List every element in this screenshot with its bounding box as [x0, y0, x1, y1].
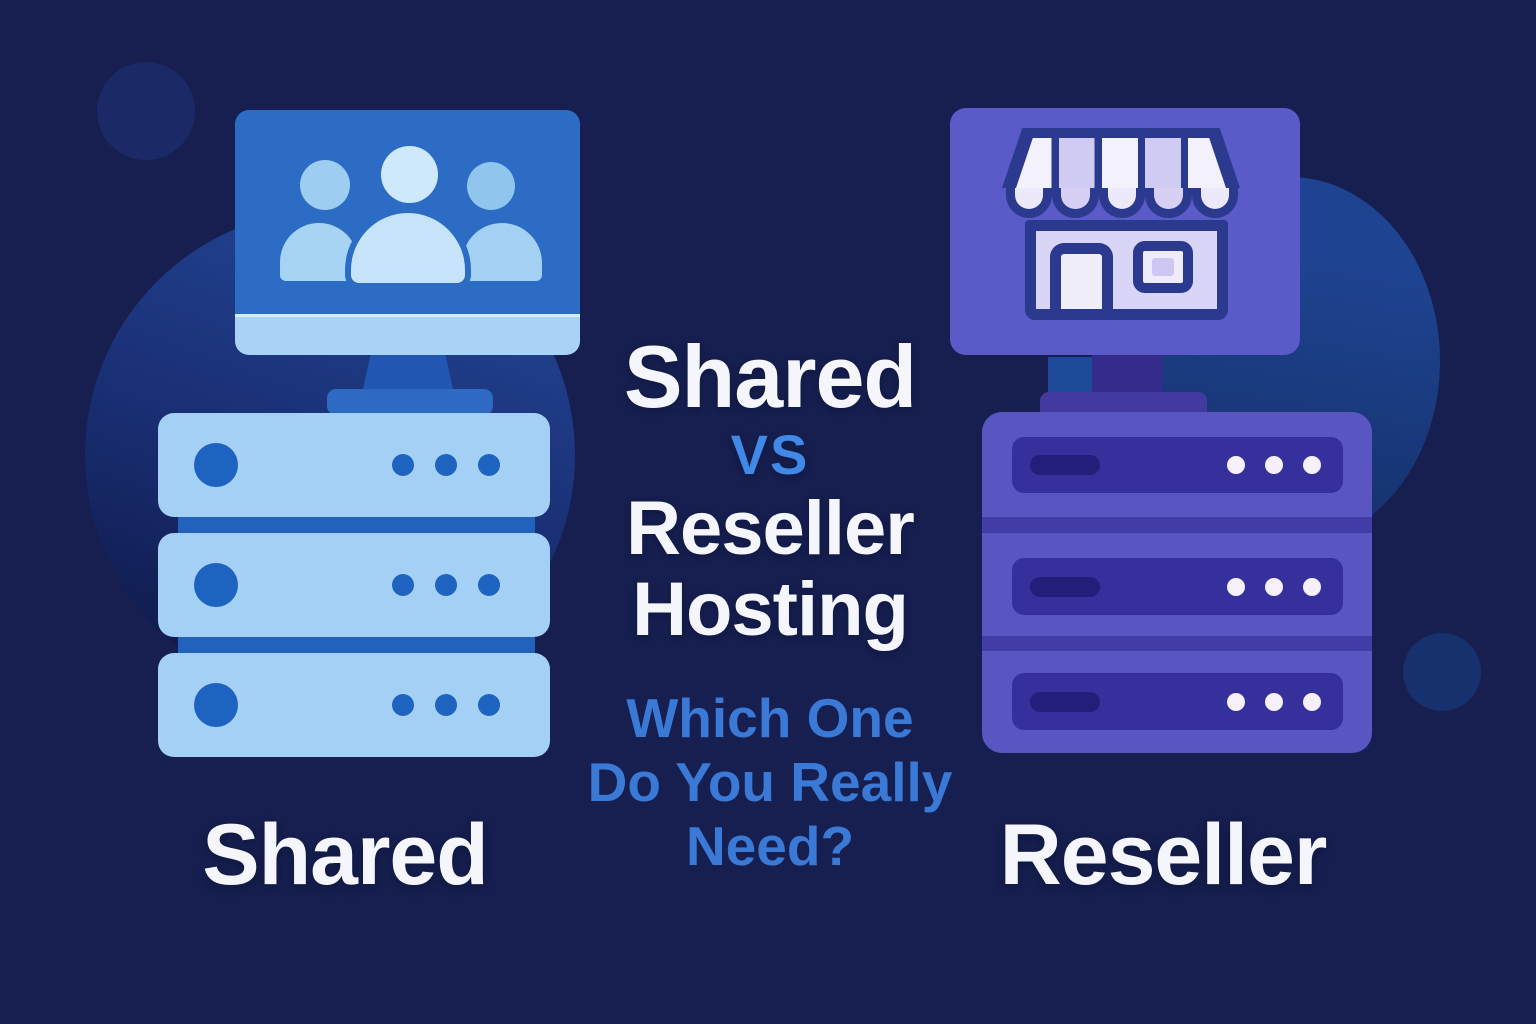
- led-dot: [478, 694, 500, 716]
- server-divider-band: [982, 517, 1372, 533]
- server-drive-slot-icon: [1030, 576, 1100, 597]
- led-dot: [1227, 577, 1245, 596]
- led-dot: [1227, 456, 1245, 474]
- server-led-dots-icon: [392, 574, 500, 596]
- led-dot: [392, 454, 414, 476]
- user-center-body: [351, 213, 465, 283]
- server-led-dots-icon: [392, 454, 500, 476]
- server-power-knob-icon: [194, 443, 238, 487]
- reseller-label: Reseller: [999, 807, 1328, 903]
- user-center-head: [381, 146, 438, 203]
- user-left-head: [300, 160, 350, 210]
- led-dot: [478, 574, 500, 596]
- storefront-door: [1050, 243, 1113, 309]
- led-dot: [392, 574, 414, 596]
- shared-server-row: [158, 653, 550, 757]
- shared-monitor-base: [327, 389, 493, 415]
- shared-label: Shared: [202, 807, 489, 903]
- server-drive-slot-icon: [1030, 691, 1100, 712]
- decor-circle-bottom-right: [1403, 633, 1481, 711]
- awning-scallop: [1145, 184, 1192, 218]
- storefront-awning: [1002, 128, 1240, 188]
- shared-server-row: [158, 413, 550, 517]
- center-title-block: Shared VS Reseller Hosting Which One Do …: [575, 327, 965, 878]
- awning-scallop: [1098, 184, 1146, 218]
- led-dot: [435, 454, 457, 476]
- led-dot: [1227, 692, 1245, 711]
- storefront-awning-stripes: [1016, 138, 1226, 188]
- shared-monitor-bezel: [235, 314, 580, 355]
- reseller-server-row: [1012, 437, 1343, 493]
- title-reseller: Reseller: [626, 486, 915, 571]
- led-dot: [1303, 692, 1321, 711]
- server-led-dots-icon: [1227, 577, 1321, 596]
- subtitle-question: Which One Do You Really Need?: [575, 686, 965, 878]
- server-power-knob-icon: [194, 563, 238, 607]
- user-right-body: [462, 223, 542, 281]
- led-dot: [1265, 456, 1283, 474]
- shared-server-row: [158, 533, 550, 637]
- decor-circle-top-left: [97, 62, 195, 160]
- reseller-server-stack: [982, 412, 1372, 753]
- awning-scallop: [1006, 184, 1053, 218]
- awning-scallop: [1191, 184, 1238, 218]
- title-shared: Shared: [623, 327, 917, 426]
- title-hosting: Hosting: [632, 567, 909, 652]
- subtitle-line-2: Do You Really: [587, 751, 953, 813]
- led-dot: [435, 694, 457, 716]
- storefront-window: [1133, 241, 1193, 293]
- shared-monitor-stand: [362, 352, 454, 394]
- storefront-window-pane: [1152, 258, 1174, 276]
- server-led-dots-icon: [1227, 692, 1321, 711]
- server-led-dots-icon: [392, 694, 500, 716]
- led-dot: [392, 694, 414, 716]
- led-dot: [1303, 456, 1321, 474]
- subtitle-line-1: Which One: [626, 687, 914, 749]
- server-power-knob-icon: [194, 683, 238, 727]
- user-right-head: [467, 162, 515, 210]
- reseller-server-row: [1012, 673, 1343, 730]
- led-dot: [435, 574, 457, 596]
- awning-scallop: [1052, 184, 1099, 218]
- title-vs: VS: [730, 423, 810, 486]
- server-divider-band: [982, 636, 1372, 651]
- reseller-monitor: [950, 108, 1300, 355]
- server-drive-slot-icon: [1030, 455, 1100, 475]
- storefront-awning-scallops: [1006, 184, 1238, 218]
- server-led-dots-icon: [1227, 456, 1321, 474]
- reseller-server-row: [1012, 558, 1343, 615]
- user-left-body: [280, 223, 358, 281]
- led-dot: [1265, 692, 1283, 711]
- led-dot: [1303, 577, 1321, 596]
- led-dot: [478, 454, 500, 476]
- led-dot: [1265, 577, 1283, 596]
- subtitle-line-3: Need?: [685, 815, 855, 877]
- shared-monitor: [235, 110, 580, 355]
